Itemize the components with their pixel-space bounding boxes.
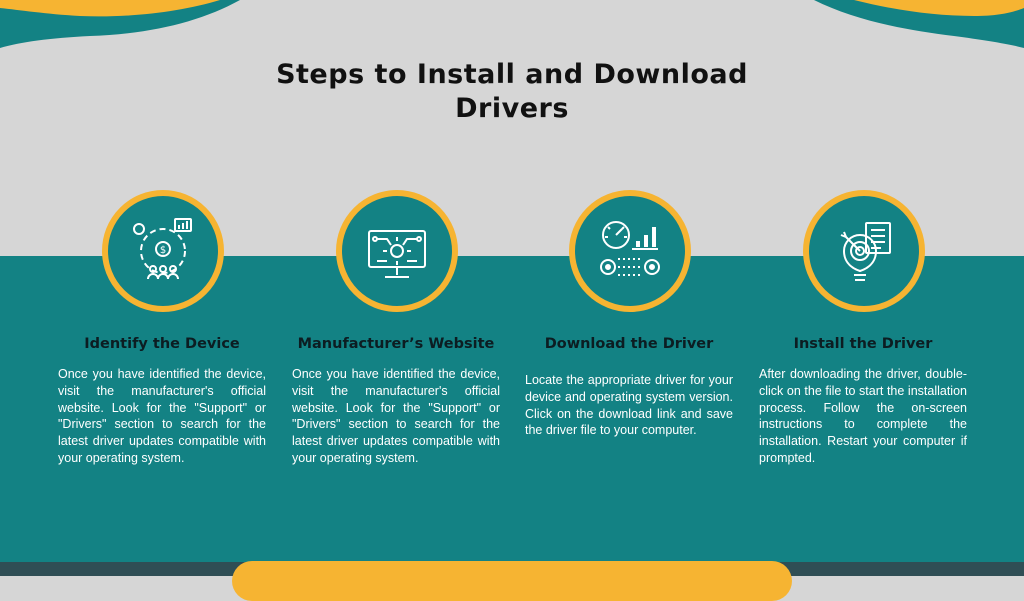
- step-title: Identify the Device: [84, 336, 240, 352]
- monitor-gear-icon: [368, 230, 426, 278]
- step-title: Manufacturer’s Website: [297, 336, 495, 352]
- step-icon-circle: [336, 190, 458, 312]
- step-description: Locate the appropriate driver for your d…: [525, 373, 733, 438]
- speedometer-chart-icon: [600, 221, 660, 276]
- step-description: Once you have identified the device, vis…: [292, 367, 500, 465]
- corner-wave-left: [0, 0, 240, 48]
- footer-pill: [232, 561, 792, 601]
- page-title: Steps to Install and Download Drivers: [276, 59, 748, 124]
- step-icon-circle: [803, 190, 925, 312]
- step-title: Install the Driver: [793, 336, 933, 352]
- svg-text:$: $: [160, 245, 166, 256]
- step-description: After downloading the driver, double-cli…: [759, 367, 967, 465]
- step-icon-circle: $: [102, 190, 224, 312]
- bulb-target-icon: [840, 222, 891, 281]
- device-analytics-icon: $: [133, 218, 192, 280]
- corner-wave-right: [814, 0, 1024, 48]
- step-title: Download the Driver: [544, 336, 714, 352]
- step-icon-circle: [569, 190, 691, 312]
- step-description: Once you have identified the device, vis…: [58, 367, 266, 465]
